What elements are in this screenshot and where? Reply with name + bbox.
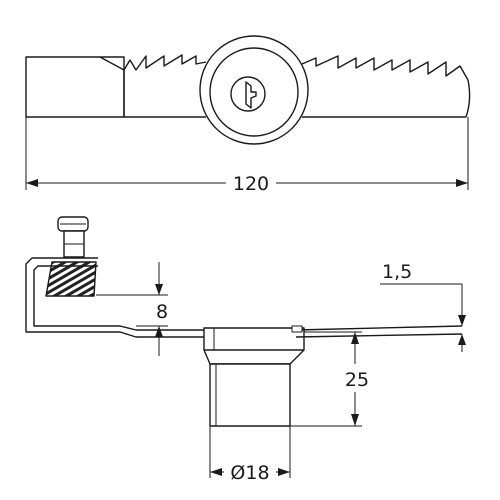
arrowhead-1-5-bottom (458, 334, 466, 345)
dimension-label-120: 120 (233, 173, 269, 195)
lock-body-collar (203, 327, 305, 351)
rack-end-step (99, 56, 125, 71)
rack-tip (465, 79, 471, 118)
rack-end-block (25, 56, 125, 118)
plate-cap (291, 325, 303, 333)
dimension-label-25: 25 (345, 369, 369, 391)
bracket-outer (25, 257, 296, 338)
bracket-inner (33, 265, 296, 331)
dimension-label-diameter-18: Ø18 (230, 462, 269, 484)
arrowhead-18-right (278, 468, 290, 476)
thread-section-hatch (45, 261, 97, 297)
arrowhead-18-left (210, 468, 222, 476)
arrowhead-1-5-top (458, 315, 466, 326)
side-view (25, 216, 466, 478)
lock-flange (199, 35, 309, 145)
arrowhead-left (26, 179, 38, 187)
panel-top (295, 325, 463, 331)
label-25-backdrop (340, 366, 374, 390)
panel-bottom (295, 333, 463, 338)
label-18-backdrop (224, 458, 276, 482)
arrowhead-25-top (351, 332, 359, 344)
lock-cylinder-face (209, 47, 299, 137)
keyhole-icon (245, 81, 257, 109)
lock-plug (230, 76, 266, 112)
lock-body-barrel (209, 363, 291, 427)
arrowhead-8-bottom (155, 326, 163, 337)
top-view (25, 35, 471, 190)
arrowhead-25-bottom (351, 414, 359, 426)
rack-teeth-left (123, 54, 207, 71)
arrowhead-8-top (155, 284, 163, 295)
lock-body-shoulder (203, 349, 305, 365)
dimension-label-1-5: 1,5 (382, 261, 412, 283)
rack-teeth-right (301, 55, 469, 81)
dimension-label-8: 8 (156, 301, 168, 323)
arrowhead-right (456, 179, 468, 187)
